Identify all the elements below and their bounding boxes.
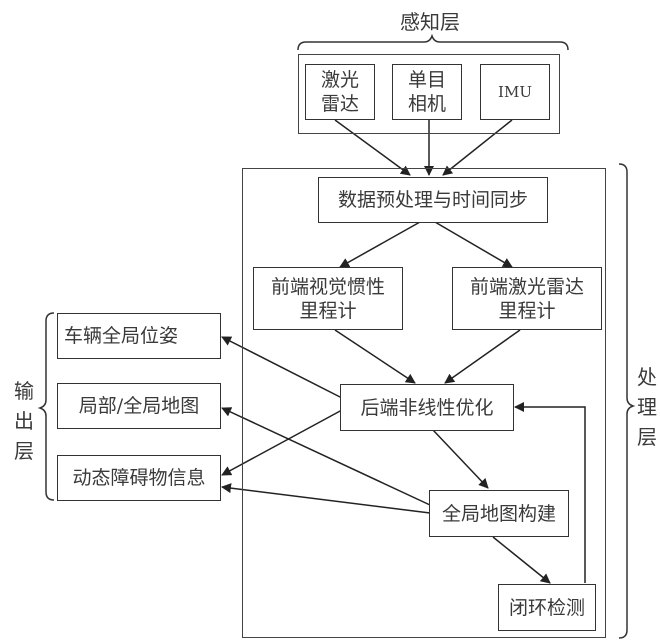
output-vehicle-pose: 车辆全局位姿 xyxy=(57,313,221,359)
perception-brace xyxy=(297,33,569,51)
edge-mapping-loop xyxy=(492,536,551,584)
output-map: 局部/全局地图 xyxy=(57,383,221,429)
perception-frame xyxy=(298,54,560,134)
edge-mapping-map xyxy=(221,407,431,506)
processing-layer-title: 处 理 层 xyxy=(637,365,657,449)
edge-loop-backend xyxy=(514,402,586,583)
node-global-mapping: 全局地图构建 xyxy=(429,490,569,537)
edge-lio-backend xyxy=(444,329,521,384)
processing-frame xyxy=(242,168,606,638)
edge-lidar-preprocess xyxy=(334,119,411,176)
node-lidar-odometry: 前端激光雷达 里程计 xyxy=(452,267,602,330)
node-loop-closure: 闭环检测 xyxy=(498,584,596,631)
edge-backend-mapping xyxy=(432,429,489,489)
node-preprocess: 数据预处理与时间同步 xyxy=(318,177,548,223)
output-brace xyxy=(37,312,55,501)
sensor-lidar: 激光 雷达 xyxy=(305,64,375,120)
perception-layer-title: 感知层 xyxy=(400,10,460,34)
output-layer-title: 输 出 层 xyxy=(14,379,34,463)
sensor-imu: IMU xyxy=(480,64,550,120)
node-backend-optimization: 后端非线性优化 xyxy=(340,384,514,431)
edge-preprocess-lio xyxy=(434,221,513,268)
edge-imu-preprocess xyxy=(442,119,513,176)
sensor-camera: 单目 相机 xyxy=(392,64,462,120)
node-visual-inertial-odometry: 前端视觉惯性 里程计 xyxy=(253,267,403,330)
edge-preprocess-vio xyxy=(339,221,421,268)
output-dynamic-obstacles: 动态障碍物信息 xyxy=(57,455,221,501)
edge-mapping-obstacle xyxy=(221,483,431,514)
edge-vio-backend xyxy=(334,329,416,384)
processing-brace xyxy=(618,163,636,639)
